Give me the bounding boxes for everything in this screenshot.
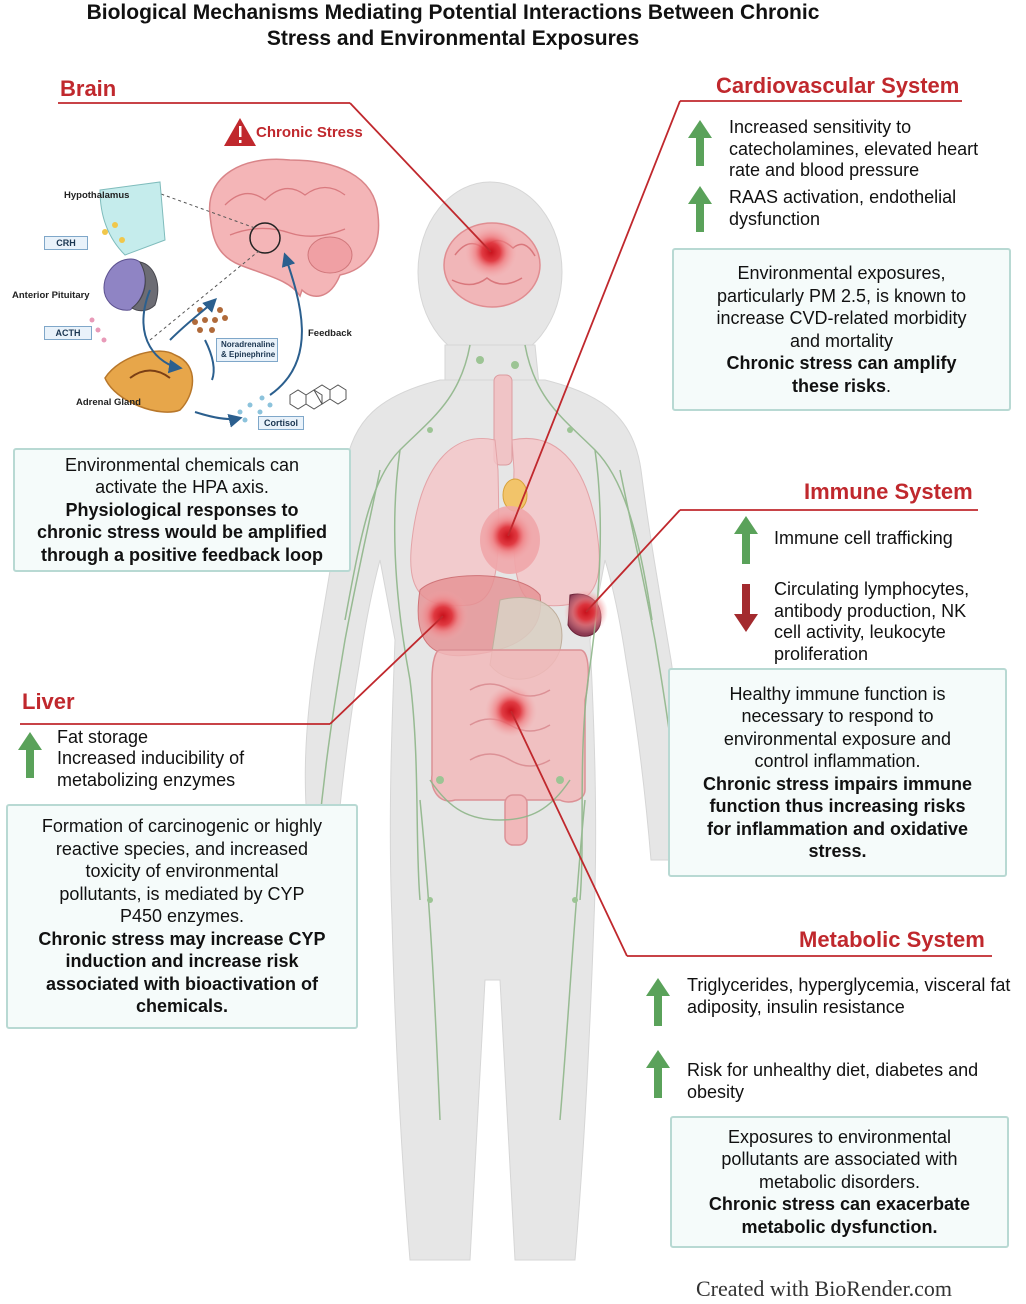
brain-box-line-1: Environmental chemicals can [64, 454, 300, 475]
metabolic-info-box: Exposures to environmental pollutants ar… [670, 1116, 1009, 1248]
hypothalamus-label: Hypothalamus [64, 190, 130, 201]
immune-heading: Immune System [804, 479, 973, 504]
liver-heading: Liver [22, 689, 75, 714]
metabolic-item-2-line-1: Risk for unhealthy diet, diabetes and [687, 1060, 979, 1080]
immune-box-bold-4: stress. [808, 841, 867, 861]
arrow-up-icon [646, 1050, 670, 1098]
liver-box-line-3: toxicity of environmental [85, 861, 279, 882]
metabolic-box-line-1: Exposures to environmental [727, 1126, 952, 1147]
brain-heading: Brain [60, 76, 117, 101]
immune-info-box: Healthy immune function is necessary to … [668, 668, 1007, 877]
liver-item-2-line-1: Increased inducibility of [57, 748, 245, 768]
liver-item-2-line-2: metabolizing enzymes [57, 769, 236, 790]
lymph-nodes [427, 356, 578, 903]
warning-icon [224, 118, 256, 146]
brain-info-box: Environmental chemicals can activate the… [13, 448, 351, 572]
anterior-pituitary-label: Anterior Pituitary [12, 290, 90, 301]
immune-item-2-line-4: proliferation [774, 643, 869, 664]
cortisol-tag: Cortisol [258, 416, 304, 430]
immune-item-1: Immune cell trafficking [774, 528, 953, 548]
liver-box-line-5: P450 enzymes. [119, 906, 245, 927]
cardio-box-line-3: increase CVD-related morbidity [716, 308, 967, 328]
metabolic-heading: Metabolic System [799, 927, 985, 952]
cardio-item-1-line-1: Increased sensitivity to [729, 117, 912, 137]
liver-box-bold-3: associated with bioactivation of [45, 973, 319, 994]
cardio-box-bold-2-row: these risks. [674, 375, 1009, 398]
arrow-up-icon [734, 516, 758, 564]
cardio-item-1: Increased sensitivity to catecholamines,… [729, 117, 978, 182]
metabolic-box-bold-2: metabolic dysfunction. [741, 1216, 938, 1237]
indicator-arrows [18, 120, 758, 1098]
liver-box-bold-4: chemicals. [135, 996, 229, 1017]
chronic-stress-label: Chronic Stress [256, 124, 363, 141]
cardio-box-end: . [886, 375, 892, 396]
metabolic-item-1: Triglycerides, hyperglycemia, visceral f… [687, 975, 1010, 1018]
cardio-box-bold-1: Chronic stress can amplify [726, 353, 957, 373]
immune-item-2-line-2: antibody production, NK [774, 600, 967, 621]
immune-item-2-line-3: cell activity, leukocyte [774, 622, 946, 642]
arrow-up-icon [18, 732, 42, 778]
brain-box-line-2: activate the HPA axis. [95, 477, 269, 498]
cardio-info-box: Environmental exposures, particularly PM… [672, 248, 1011, 411]
title-line-1: Biological Mechanisms Mediating Potentia… [86, 1, 820, 24]
metabolic-item-1-line-2: adiposity, insulin resistance [687, 996, 905, 1017]
cardio-item-2: RAAS activation, endothelial dysfunction [729, 187, 956, 230]
metabolic-item-1-line-1: Triglycerides, hyperglycemia, visceral f… [687, 975, 1011, 995]
cardiovascular-heading: Cardiovascular System [716, 73, 960, 98]
cardio-item-1-line-2: catecholamines, elevated heart [729, 138, 979, 159]
arrow-up-icon [688, 186, 712, 232]
liver-box-bold-2: induction and increase risk [65, 951, 299, 972]
arrow-up-icon [688, 120, 712, 166]
metabolic-item-2: Risk for unhealthy diet, diabetes and ob… [687, 1060, 978, 1103]
cardio-item-2-line-1: RAAS activation, endothelial [729, 187, 957, 207]
immune-item-2-line-1: Circulating lymphocytes, [774, 579, 970, 599]
cardio-box-line-1: Environmental exposures, [737, 263, 946, 283]
liver-box-line-2: reactive species, and increased [55, 838, 309, 859]
liver-item-1: Fat storage [57, 727, 149, 747]
immune-box-line-3: environmental exposure and [723, 728, 952, 749]
arrow-down-icon [734, 584, 758, 632]
metabolic-box-line-2: pollutants are associated with [721, 1149, 958, 1170]
immune-box-line-1: Healthy immune function is [729, 683, 946, 704]
crh-tag: CRH [44, 236, 88, 250]
brain-box-bold-1: Physiological responses to [65, 499, 299, 520]
brain-box-bold-2: chronic stress would be amplified [36, 522, 328, 543]
liver-box-line-1: Formation of carcinogenic or highly [41, 816, 323, 837]
body-lungs [410, 374, 600, 607]
adrenal-gland-label: Adrenal Gland [76, 397, 141, 408]
immune-box-bold-2: function thus increasing risks [709, 796, 966, 816]
epinephrine-text: & Epinephrine [221, 350, 276, 359]
acth-tag: ACTH [44, 326, 92, 340]
hpa-axis-inset [89, 158, 380, 428]
feedback-label: Feedback [308, 328, 352, 339]
cardio-box-line-2: particularly PM 2.5, is known to [716, 285, 967, 306]
title-line-2: Stress and Environmental Exposures [266, 27, 640, 50]
noradrenaline-tag: Noradrenaline & Epinephrine [216, 338, 278, 362]
cardio-box-bold-2: these risks [791, 375, 887, 396]
noradrenaline-text: Noradrenaline [221, 340, 275, 349]
cardio-item-1-line-3: rate and blood pressure [729, 160, 920, 180]
figure-title: Biological Mechanisms Mediating Potentia… [0, 0, 906, 52]
lymphatic-network [317, 344, 681, 1121]
immune-box-line-4: control inflammation. [754, 751, 921, 771]
metabolic-item-2-line-2: obesity [687, 1081, 745, 1102]
liver-box-line-4: pollutants, is mediated by CYP [59, 883, 305, 904]
cardio-box-line-4: and mortality [789, 330, 894, 351]
immune-box-bold-1: Chronic stress impairs immune [702, 773, 973, 794]
biorender-credit: Created with BioRender.com [696, 1276, 952, 1301]
section-heading-rules [20, 100, 992, 957]
immune-box-bold-3: for inflammation and oxidative [706, 818, 969, 839]
liver-info-box: Formation of carcinogenic or highly reac… [6, 804, 358, 1029]
metabolic-box-bold-1: Chronic stress can exacerbate [708, 1194, 971, 1215]
immune-box-line-2: necessary to respond to [741, 706, 934, 726]
liver-item-2: Increased inducibility of metabolizing e… [57, 748, 244, 791]
cardio-item-2-line-2: dysfunction [729, 208, 821, 229]
arrow-up-icon [646, 978, 670, 1026]
metabolic-box-line-3: metabolic disorders. [758, 1171, 921, 1192]
liver-box-bold-1: Chronic stress may increase CYP [38, 928, 326, 949]
brain-box-bold-3: through a positive feedback loop [40, 544, 324, 565]
immune-item-2: Circulating lymphocytes, antibody produc… [774, 579, 969, 665]
